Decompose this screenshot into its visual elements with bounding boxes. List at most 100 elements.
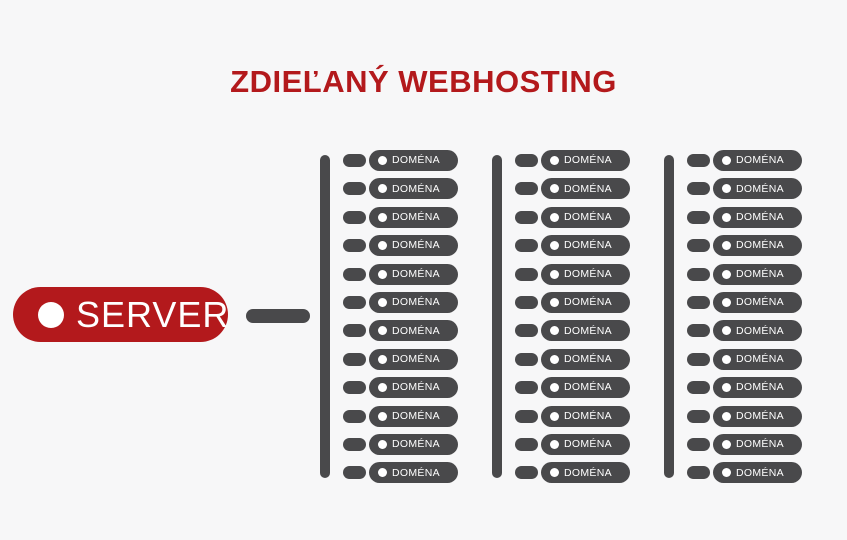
domain-row: DOMÉNA	[687, 433, 802, 455]
domain-connector-dash	[687, 352, 710, 366]
domain-label: DOMÉNA	[564, 211, 612, 224]
domain-label: DOMÉNA	[392, 239, 440, 252]
domain-connector-dash	[343, 267, 366, 281]
domain-connector-dash	[687, 409, 710, 423]
domain-row: DOMÉNA	[343, 405, 458, 427]
domain-row: DOMÉNA	[515, 235, 630, 257]
domain-label: DOMÉNA	[564, 239, 612, 252]
domain-pill: DOMÉNA	[541, 178, 630, 200]
domain-connector-dash	[343, 295, 366, 309]
domain-label: DOMÉNA	[392, 352, 440, 365]
domain-connector-dash	[343, 154, 366, 167]
domain-pill: DOMÉNA	[541, 348, 630, 370]
domain-dot-icon	[550, 184, 559, 194]
domain-label: DOMÉNA	[392, 438, 440, 451]
domain-connector-dash	[515, 466, 538, 480]
domain-label: DOMÉNA	[736, 409, 784, 422]
domain-pill: DOMÉNA	[541, 433, 630, 455]
domain-label: DOMÉNA	[392, 296, 440, 309]
domain-connector-dash	[343, 409, 366, 423]
domain-connector-dash	[687, 381, 710, 395]
domain-pill: DOMÉNA	[713, 377, 802, 399]
domain-dot-icon	[722, 439, 731, 449]
domain-row: DOMÉNA	[515, 206, 630, 228]
domain-label: DOMÉNA	[564, 154, 612, 167]
column-bar	[664, 155, 674, 478]
domain-pill: DOMÉNA	[369, 377, 458, 399]
domain-dot-icon	[378, 439, 387, 449]
domain-connector-dash	[687, 466, 710, 480]
server-label: SERVER	[76, 293, 230, 335]
domain-label: DOMÉNA	[392, 381, 440, 394]
domain-dot-icon	[550, 297, 559, 307]
domain-label: DOMÉNA	[736, 182, 784, 195]
domain-pill: DOMÉNA	[541, 150, 630, 171]
domain-label: DOMÉNA	[564, 466, 612, 479]
domain-pill: DOMÉNA	[713, 150, 802, 171]
domain-dot-icon	[378, 326, 387, 336]
domain-connector-dash	[515, 409, 538, 423]
domain-pill: DOMÉNA	[541, 377, 630, 399]
column-bar	[320, 155, 330, 478]
domain-pill: DOMÉNA	[369, 150, 458, 171]
domain-row: DOMÉNA	[343, 433, 458, 455]
domain-dot-icon	[722, 468, 731, 478]
domain-dot-icon	[722, 212, 731, 222]
domain-label: DOMÉNA	[392, 182, 440, 195]
domain-connector-dash	[343, 381, 366, 395]
domain-connector-dash	[515, 381, 538, 395]
domain-row: DOMÉNA	[515, 462, 630, 484]
domain-dot-icon	[378, 156, 387, 165]
domain-dot-icon	[550, 411, 559, 421]
domain-label: DOMÉNA	[392, 211, 440, 224]
domain-connector-dash	[687, 324, 710, 338]
server-dot-icon	[38, 301, 64, 328]
domain-connector-dash	[343, 437, 366, 451]
domain-label: DOMÉNA	[564, 352, 612, 365]
domain-connector-dash	[343, 466, 366, 480]
domain-label: DOMÉNA	[564, 409, 612, 422]
domain-label: DOMÉNA	[564, 182, 612, 195]
domain-dot-icon	[378, 411, 387, 421]
domain-pill: DOMÉNA	[369, 206, 458, 228]
domain-row: DOMÉNA	[515, 150, 630, 171]
domain-label: DOMÉNA	[736, 324, 784, 337]
domain-row: DOMÉNA	[343, 462, 458, 484]
domain-pill: DOMÉNA	[713, 235, 802, 257]
domain-connector-dash	[515, 210, 538, 224]
domain-dot-icon	[378, 212, 387, 222]
server-pill: SERVER	[13, 287, 228, 342]
domain-label: DOMÉNA	[392, 409, 440, 422]
domain-row: DOMÉNA	[687, 206, 802, 228]
domain-row: DOMÉNA	[343, 348, 458, 370]
domain-pill: DOMÉNA	[541, 235, 630, 257]
domain-connector-dash	[343, 239, 366, 253]
domain-pill: DOMÉNA	[713, 206, 802, 228]
domain-connector-dash	[343, 182, 366, 196]
domain-dot-icon	[378, 297, 387, 307]
domain-row: DOMÉNA	[687, 348, 802, 370]
domain-label: DOMÉNA	[736, 352, 784, 365]
domain-pill: DOMÉNA	[369, 433, 458, 455]
domain-row: DOMÉNA	[687, 235, 802, 257]
domain-pill: DOMÉNA	[541, 405, 630, 427]
domain-dot-icon	[550, 354, 559, 364]
domain-dot-icon	[550, 468, 559, 478]
domain-row: DOMÉNA	[343, 377, 458, 399]
domain-pill: DOMÉNA	[369, 320, 458, 342]
domain-pill: DOMÉNA	[713, 433, 802, 455]
domain-dot-icon	[722, 326, 731, 336]
domain-row: DOMÉNA	[343, 263, 458, 285]
domain-label: DOMÉNA	[564, 438, 612, 451]
domain-column: DOMÉNA DOMÉNA DOMÉNA DOMÉNA DOMÉNA DOMÉNA DOMÉ…	[492, 150, 632, 490]
domain-dot-icon	[722, 241, 731, 251]
domain-row: DOMÉNA	[687, 320, 802, 342]
domain-dot-icon	[378, 354, 387, 364]
domain-row: DOMÉNA	[515, 405, 630, 427]
domain-dot-icon	[550, 383, 559, 393]
domain-label: DOMÉNA	[392, 324, 440, 337]
domain-pill: DOMÉNA	[713, 348, 802, 370]
domain-row: DOMÉNA	[343, 291, 458, 313]
domain-pill: DOMÉNA	[369, 348, 458, 370]
domain-connector-dash	[687, 154, 710, 167]
